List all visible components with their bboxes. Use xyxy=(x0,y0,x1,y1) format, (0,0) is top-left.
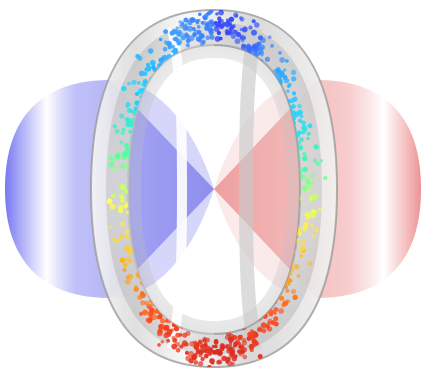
point xyxy=(165,294,169,298)
point xyxy=(211,371,215,375)
point xyxy=(160,91,165,96)
point xyxy=(171,294,175,298)
torus-overlay xyxy=(91,10,337,367)
point xyxy=(212,369,217,374)
point-cloud-icon xyxy=(91,7,337,376)
point xyxy=(262,84,265,87)
point xyxy=(259,79,262,82)
point xyxy=(161,85,167,91)
